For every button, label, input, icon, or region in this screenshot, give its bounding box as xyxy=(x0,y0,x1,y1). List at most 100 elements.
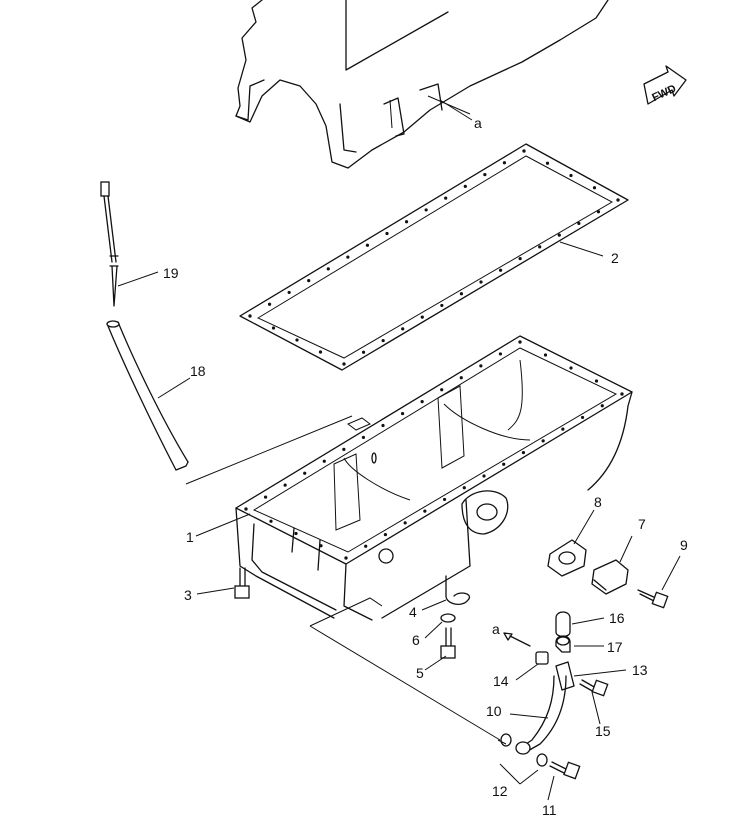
clip-4 xyxy=(309,575,471,627)
bolt-hole xyxy=(483,172,487,177)
oil-pan-gasket xyxy=(239,143,629,371)
bolt-hole xyxy=(420,315,424,319)
bolt-hole xyxy=(440,303,444,308)
bolt-hole xyxy=(365,243,370,247)
nipple-14 xyxy=(535,651,549,665)
callout-18: 18 xyxy=(190,363,206,379)
bolt-hole xyxy=(420,400,424,404)
bolt-hole xyxy=(518,256,522,261)
bolt-hole xyxy=(440,388,444,392)
oil-pan xyxy=(235,335,633,621)
bolt-hole xyxy=(577,221,581,226)
bolt-hole xyxy=(294,531,298,536)
bolt-hole xyxy=(283,483,287,487)
bolt-hole xyxy=(267,302,272,306)
bolt-hole xyxy=(404,220,409,224)
bolt-hole xyxy=(444,196,448,200)
bolt-hole xyxy=(385,231,389,236)
callout-10: 10 xyxy=(486,703,502,719)
bolt-hole xyxy=(545,161,550,165)
bolt-hole xyxy=(244,507,248,511)
bolt-hole xyxy=(326,267,330,271)
bolt-hole xyxy=(459,292,464,296)
bolt-hole xyxy=(462,486,466,490)
callout-9: 9 xyxy=(680,537,688,553)
callout-11: 11 xyxy=(542,802,557,816)
bolt-hole xyxy=(269,519,273,523)
bolt-hole xyxy=(620,392,624,396)
bolt-hole xyxy=(479,364,483,368)
bolt-hole xyxy=(342,362,346,366)
callout-7: 7 xyxy=(638,516,646,532)
bolt-9 xyxy=(637,589,669,609)
bolt-hole xyxy=(381,338,385,343)
callout-14: 14 xyxy=(493,673,509,689)
bolt-hole xyxy=(541,439,545,443)
bolt-hole xyxy=(498,268,503,272)
fwd-arrow-icon: FWD xyxy=(643,65,687,105)
bolt-hole xyxy=(318,350,323,354)
dipstick xyxy=(100,181,119,307)
bolt-hole xyxy=(538,245,542,249)
bolt-hole xyxy=(543,353,548,357)
callout-4: 4 xyxy=(409,604,417,620)
bolt-hole xyxy=(263,495,268,499)
cover-plate-7 xyxy=(591,559,629,595)
bolt-hole xyxy=(594,379,599,383)
callout-6: 6 xyxy=(412,632,420,648)
callout-17: 17 xyxy=(607,639,623,655)
bolt-hole xyxy=(502,462,506,466)
callout-13: 13 xyxy=(632,662,648,678)
bolt-hole xyxy=(442,497,447,502)
bolt-15 xyxy=(579,679,609,697)
bolt-hole xyxy=(303,471,307,475)
bolt-hole xyxy=(482,474,486,478)
bolt-hole xyxy=(561,427,565,431)
callout-2: 2 xyxy=(611,250,619,266)
callout-16: 16 xyxy=(609,610,625,626)
bolt-hole xyxy=(616,198,620,202)
drain-tube-10 xyxy=(515,661,575,755)
bolt-hole xyxy=(295,338,299,342)
leader-lines xyxy=(117,99,681,801)
cover-gasket-8 xyxy=(547,539,587,577)
bolt-hole xyxy=(271,326,276,330)
bolt-hole xyxy=(423,509,427,513)
callout-19: 19 xyxy=(163,265,179,281)
bolt-hole xyxy=(381,423,385,428)
bolt-5 xyxy=(440,627,456,659)
bolt-hole xyxy=(569,366,573,370)
bolt-hole xyxy=(498,352,503,356)
bolt-11 xyxy=(549,761,581,780)
bolt-hole xyxy=(248,314,252,318)
bolt-hole xyxy=(521,450,526,455)
bolt-hole xyxy=(479,280,483,284)
bolt-hole xyxy=(401,327,405,331)
bolt-hole xyxy=(319,544,323,548)
bolt-hole xyxy=(463,184,467,188)
bolt-hole xyxy=(569,173,573,178)
bolt-hole xyxy=(459,376,463,380)
bolt-hole xyxy=(403,521,407,525)
bolt-hole xyxy=(592,186,597,190)
washer-6 xyxy=(440,613,456,623)
bolt-hole xyxy=(344,556,348,560)
callout-8: 8 xyxy=(594,494,602,510)
dipstick-guide-tube xyxy=(106,320,189,471)
bolt-hole xyxy=(383,532,388,537)
callout-12: 12 xyxy=(492,783,508,799)
callout-1: 1 xyxy=(186,529,194,545)
bolt-hole xyxy=(522,149,526,153)
bolt-hole xyxy=(287,290,291,295)
engine-block xyxy=(235,0,609,169)
bolt-hole xyxy=(424,208,428,212)
bolt-hole xyxy=(364,544,368,548)
callout-5: 5 xyxy=(416,665,424,681)
bolt-hole xyxy=(596,210,601,214)
bolt-hole xyxy=(557,233,561,237)
bolt-hole xyxy=(518,340,522,344)
bolt-hole xyxy=(502,161,507,165)
fwd-label: FWD xyxy=(650,83,678,104)
bolt-hole xyxy=(400,411,405,416)
bolt-hole xyxy=(361,350,366,354)
